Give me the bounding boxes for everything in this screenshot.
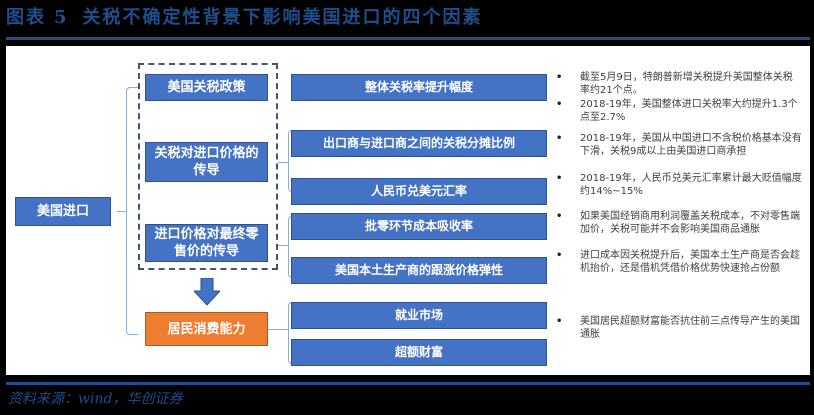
note-item: • 2018-19年，美国整体进口关税率大约提升1.3个点至2.7% (556, 98, 802, 124)
note-item: • 2018-19年，人民币兑美元汇率累计最大贬值幅度约14%~15% (556, 172, 802, 198)
note-text: 2018-19年，美国从中国进口不含税价格基本没有下滑，关税9成以上由美国进口商… (580, 133, 802, 157)
bullet-icon: • (556, 99, 563, 110)
bullet-icon: • (556, 250, 563, 261)
note-item: • 进口成本因关税提升后，美国本土生产商是否会趁机抬价，还是借机凭借价格优势快速… (556, 249, 802, 275)
root-bracket-tick (117, 211, 126, 212)
bullet-icon: • (556, 133, 563, 144)
note-text: 2018-19年，人民币兑美元汇率累计最大贬值幅度约14%~15% (580, 173, 802, 197)
subfactor-rmb-usd-rate: 人民币兑美元汇率 (291, 178, 547, 205)
factor-tariff-to-import-price: 关税对进口价格的传导 (145, 142, 268, 182)
note-item: • 截至5月9日，特朗普新增关税提升美国整体关税率约21个点。 (556, 71, 802, 97)
bullet-icon: • (556, 173, 563, 184)
subfactor-job-market: 就业市场 (291, 302, 547, 329)
note-item: • 2018-19年，美国从中国进口不含税价格基本没有下滑，关税9成以上由美国进… (556, 132, 802, 158)
price-transmission-group (138, 63, 278, 270)
figure-number: 5 (54, 7, 69, 28)
factor-us-tariff-policy: 美国关税政策 (145, 74, 268, 101)
bracket-tick-1 (278, 162, 288, 163)
diagram-canvas: 美国进口 美国关税政策 关税对进口价格的传导 进口价格对最终零售价的传导 居民消… (6, 46, 810, 375)
root-node: 美国进口 (15, 197, 111, 226)
factor-import-to-retail-price: 进口价格对最终零售价的传导 (145, 224, 268, 262)
subfactor-domestic-price-elasticity: 美国本土生产商的跟涨价格弹性 (291, 257, 547, 284)
bracket-tick-3 (268, 329, 288, 330)
subfactor-overall-tariff-rate: 整体关税率提升幅度 (291, 74, 547, 101)
down-arrow-icon (194, 278, 220, 306)
note-text: 截至5月9日，特朗普新增关税提升美国整体关税率约21个点。 (580, 72, 793, 96)
title-divider (6, 37, 810, 40)
bracket-tick-2 (278, 245, 288, 246)
subfactor-retail-cost-absorption: 批零环节成本吸收率 (291, 213, 547, 240)
note-text: 进口成本因关税提升后，美国本土生产商是否会趁机抬价，还是借机凭借价格优势快速抢占… (580, 250, 800, 274)
note-text: 如果美国经销商用利润覆盖关税成本，不对零售端加价，关税可能并不会影响美国商品通胀 (580, 211, 800, 235)
figure-label: 图表 (6, 7, 46, 28)
note-item: • 美国居民超额财富能否抗住前三点传导产生的美国通胀 (556, 315, 802, 341)
source-note: 资料来源：wind，华创证券 (8, 391, 183, 407)
figure-title: 图表 5 关税不确定性背景下影响美国进口的四个因素 (6, 4, 483, 32)
root-bracket (126, 87, 138, 335)
note-item: • 如果美国经销商用利润覆盖关税成本，不对零售端加价，关税可能并不会影响美国商品… (556, 210, 802, 236)
note-text: 2018-19年，美国整体进口关税率大约提升1.3个点至2.7% (580, 99, 798, 123)
note-text: 美国居民超额财富能否抗住前三点传导产生的美国通胀 (580, 316, 800, 340)
bullet-icon: • (556, 211, 563, 222)
bullet-icon: • (556, 316, 563, 327)
bullet-icon: • (556, 72, 563, 83)
footer-divider (6, 382, 810, 385)
subfactor-excess-wealth: 超额财富 (291, 339, 547, 366)
subfactor-tariff-sharing-ratio: 出口商与进口商之间的关税分摊比例 (291, 130, 547, 157)
figure-title-text: 关税不确定性背景下影响美国进口的四个因素 (82, 7, 483, 28)
factor-household-consumption: 居民消费能力 (145, 312, 268, 346)
